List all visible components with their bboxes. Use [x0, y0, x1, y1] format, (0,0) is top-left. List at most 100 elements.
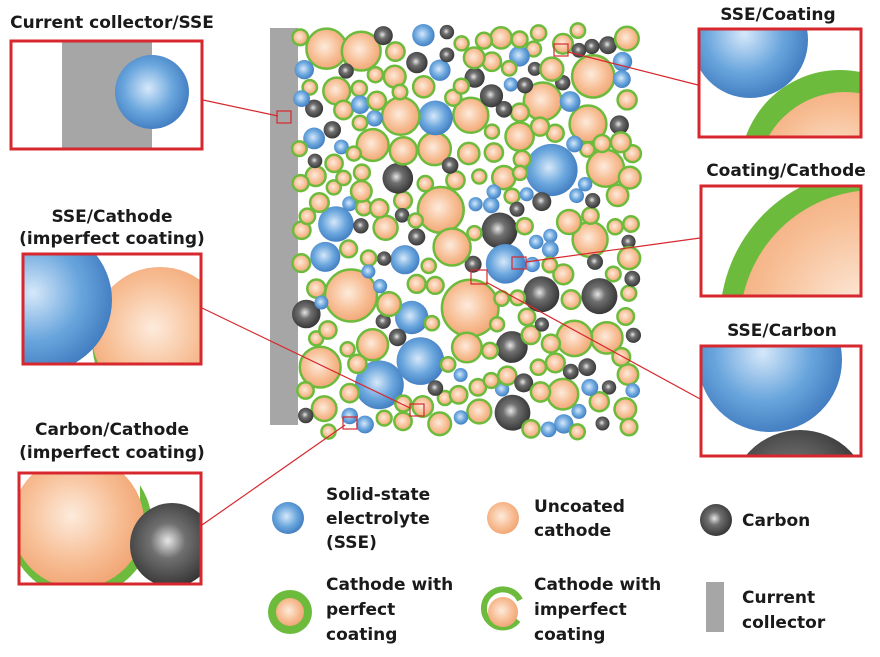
coated-cathode-particle: [333, 99, 354, 121]
carbon-particle: [601, 380, 617, 395]
particle-cluster: [290, 22, 643, 441]
coated-cathode-particle: [338, 239, 359, 259]
coated-cathode-particle: [291, 253, 312, 274]
carbon-particle: [388, 328, 407, 347]
callout-title: Carbon/Cathode: [35, 420, 189, 440]
carbon-particle: [584, 38, 600, 55]
sse-particle: [355, 360, 404, 410]
callout-title: SSE/Carbon: [727, 321, 837, 341]
carbon-particle: [481, 212, 518, 249]
coated-cathode-particle: [452, 96, 490, 135]
legend-label: coating: [326, 625, 397, 645]
sse-particle: [569, 188, 584, 204]
carbon-particle: [323, 121, 341, 139]
coated-cathode-particle: [529, 116, 551, 137]
coated-cathode-particle: [541, 256, 559, 274]
coated-cathode-particle: [616, 245, 642, 271]
uncoated-cathode-swatch-icon: [487, 502, 519, 534]
carbon-particle: [609, 115, 629, 135]
coated-cathode-particle: [448, 384, 469, 405]
coated-cathode-particle: [622, 215, 640, 233]
legend-item-uncoated-cathode: Uncoated cathode: [487, 497, 625, 541]
coated-cathode-particle: [339, 382, 361, 404]
coated-cathode-particle: [324, 153, 344, 174]
sse-particle: [625, 383, 640, 398]
coated-cathode-particle: [489, 26, 513, 50]
carbon-particle: [373, 26, 393, 46]
coated-cathode-particle: [368, 198, 390, 219]
callout-title: Coating/Cathode: [706, 161, 866, 181]
coated-cathode-particle: [466, 398, 493, 425]
sse-particle: [314, 295, 329, 310]
coated-cathode-particle: [617, 165, 642, 190]
coated-cathode-particle: [539, 56, 565, 82]
coated-cathode-particle: [432, 227, 472, 267]
sse-particle: [529, 234, 544, 250]
carbon-particle: [534, 317, 550, 332]
coated-cathode-particle: [529, 358, 548, 377]
coated-cathode-particle: [462, 46, 486, 70]
coated-cathode-particle: [349, 179, 373, 203]
coated-cathode-particle: [351, 114, 369, 132]
coated-cathode-particle: [488, 316, 506, 333]
coated-cathode-particle: [450, 331, 483, 364]
coated-cathode-particle: [318, 320, 338, 340]
legend-item-current-collector: Current collector: [706, 582, 826, 633]
callout-current-collector-sse: Current collector/SSE: [9, 13, 214, 151]
legend-label: electrolyte: [326, 509, 430, 529]
sse-particle: [581, 378, 599, 396]
electrode-block: [270, 22, 643, 441]
carbon-swatch-icon: [700, 504, 732, 536]
coated-cathode-particle: [500, 59, 518, 77]
coated-cathode-particle: [569, 22, 587, 40]
sse-particle: [483, 196, 500, 214]
sse-particle: [503, 77, 518, 92]
sse-particle: [350, 95, 370, 114]
coated-cathode-particle: [546, 377, 580, 411]
coated-cathode-particle: [308, 192, 330, 214]
callout-title: Current collector/SSE: [10, 13, 214, 33]
sse-particle: [540, 421, 557, 438]
coated-cathode-particle: [416, 174, 435, 193]
coated-cathode-particle: [352, 163, 372, 182]
sse-particle: [566, 135, 583, 153]
carbon-particle: [406, 51, 428, 74]
coated-cathode-particle: [504, 121, 535, 152]
legend-label: coating: [534, 625, 605, 645]
carbon-particle: [298, 407, 314, 424]
coated-cathode-particle: [474, 31, 494, 50]
coated-cathode-particle: [613, 25, 640, 52]
carbon-particle: [523, 276, 560, 313]
coated-cathode-particle: [393, 411, 413, 432]
legend: Solid-state electrolyte (SSE) Uncoated c…: [268, 485, 826, 645]
coated-cathode-particle: [423, 314, 441, 332]
sse-particle: [453, 368, 468, 382]
coated-cathode-particle: [609, 131, 632, 154]
sse-particle: [390, 245, 420, 275]
coated-cathode-particle: [605, 183, 630, 208]
carbon-particle: [587, 253, 603, 270]
legend-label: perfect: [326, 600, 395, 620]
carbon-particle: [495, 101, 513, 118]
coated-cathode-particle: [493, 290, 511, 307]
carbon-particle: [464, 67, 485, 88]
coated-cathode-particle: [560, 289, 582, 311]
carbon-particle: [514, 373, 534, 393]
current-collector-swatch-icon: [706, 582, 724, 632]
carbon-particle: [595, 416, 610, 431]
coated-cathode-particle: [529, 24, 548, 42]
carbon-particle: [581, 278, 618, 315]
sse-particle: [310, 241, 341, 272]
coated-cathode-particle: [510, 30, 529, 49]
coated-cathode-particle: [452, 77, 470, 95]
coated-cathode-particle: [291, 28, 310, 47]
coated-cathode-particle: [420, 257, 438, 275]
sse-particle: [342, 196, 358, 212]
coated-cathode-particle: [335, 169, 352, 187]
carbon-particle: [427, 380, 444, 396]
coated-cathode-particle: [503, 187, 521, 205]
coated-cathode-particle: [529, 381, 552, 403]
legend-label: Cathode with: [326, 575, 453, 595]
coated-cathode-particle: [366, 90, 388, 112]
carbon-particle: [394, 208, 410, 223]
